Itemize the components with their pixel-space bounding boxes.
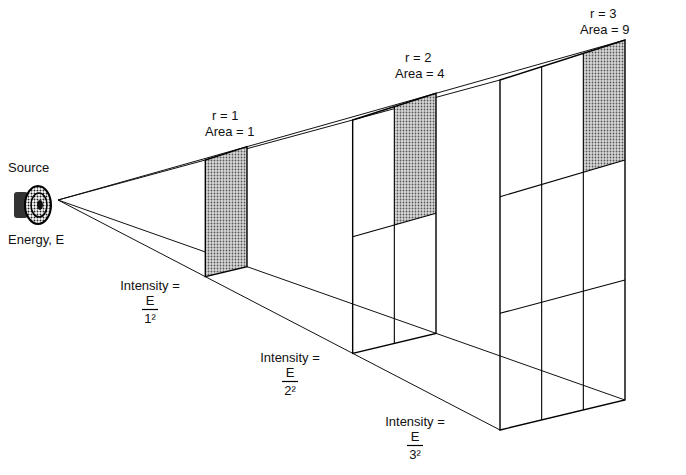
numerator: E — [146, 293, 155, 308]
grid-line — [500, 280, 625, 313]
distance-label: r = 3 — [590, 6, 616, 21]
fraction-bar — [282, 381, 298, 382]
ray-line — [58, 40, 625, 200]
shaded-unit-area — [394, 93, 436, 225]
ray-line — [58, 200, 625, 400]
intensity-label: Intensity = — [260, 350, 320, 365]
numerator: E — [286, 365, 295, 380]
area-label: Area = 1 — [205, 124, 255, 139]
energy-label: Energy, E — [8, 232, 64, 247]
intensity-label: Intensity = — [385, 414, 445, 429]
fraction-bar — [142, 309, 158, 310]
shaded-unit-area — [205, 147, 247, 277]
plane-outline — [205, 147, 247, 277]
intensity-label: Intensity = — [120, 278, 180, 293]
rays — [58, 40, 625, 430]
denominator: 2² — [284, 383, 296, 398]
source-speaker — [14, 186, 51, 224]
area-plane — [500, 40, 625, 430]
plane-outline — [500, 40, 625, 430]
area-plane — [205, 147, 247, 277]
area-label: Area = 4 — [395, 66, 445, 81]
speaker-cone — [25, 186, 51, 224]
grid-line — [541, 67, 542, 420]
distance-label: r = 1 — [212, 108, 238, 123]
denominator: 1² — [144, 311, 156, 326]
source-label: Source — [8, 160, 49, 175]
speaker-ring — [31, 193, 47, 217]
grid-line — [353, 213, 436, 236]
area-label: Area = 9 — [580, 22, 630, 37]
fraction-bar — [407, 445, 423, 446]
ray-line — [58, 200, 500, 430]
distance-label: r = 2 — [405, 50, 431, 65]
grid-line — [500, 160, 625, 197]
speaker-center — [37, 200, 43, 210]
area-plane — [353, 93, 436, 353]
plane-outline — [353, 93, 436, 353]
shaded-unit-area — [583, 40, 625, 172]
grid-line — [583, 53, 584, 410]
denominator: 3² — [409, 447, 421, 462]
numerator: E — [411, 429, 420, 444]
